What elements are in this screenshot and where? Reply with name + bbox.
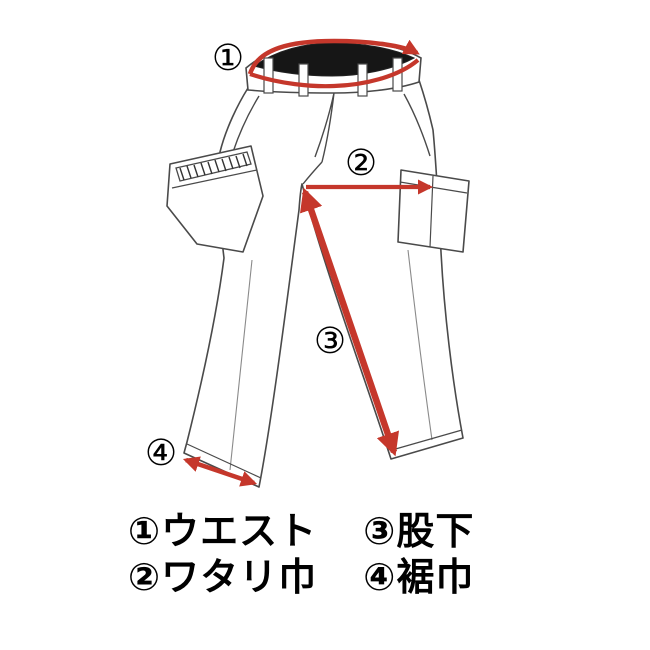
front-slash-pockets — [232, 93, 431, 157]
right-cargo-pocket — [397, 169, 470, 253]
left-pocket-zipper-strip — [175, 151, 252, 182]
measurement-legend: ①ウエスト ③股下 ②ワタリ巾 ④裾巾 — [128, 508, 474, 600]
legend-item-inseam: ③股下 — [363, 509, 475, 553]
fly-seam — [302, 92, 335, 185]
left-pocket-zipper-hatch — [179, 153, 248, 181]
belt-loop — [298, 63, 309, 97]
leg-crease-lines — [229, 249, 433, 471]
waist-opening-dark — [252, 42, 416, 77]
hem-width-arrow — [182, 456, 258, 487]
marker-2-thigh: ② — [345, 143, 377, 184]
waist-arrow-front-arc — [249, 58, 420, 89]
left-pocket-flap-line — [171, 169, 258, 189]
marker-3-inseam: ③ — [314, 321, 346, 362]
pants-body-outline — [183, 79, 464, 488]
measurement-arrows — [182, 38, 434, 487]
waist-arrow — [247, 38, 420, 75]
legend-item-waist: ①ウエスト — [128, 509, 318, 553]
marker-1-waist: ① — [212, 38, 244, 79]
belt-loop — [263, 57, 274, 94]
legend-item-hem: ④裾巾 — [363, 555, 475, 599]
legend-item-thigh: ②ワタリ巾 — [128, 555, 318, 599]
belt-loop — [357, 63, 368, 97]
marker-4-hem: ④ — [145, 433, 177, 474]
inseam-arrow — [299, 187, 400, 457]
